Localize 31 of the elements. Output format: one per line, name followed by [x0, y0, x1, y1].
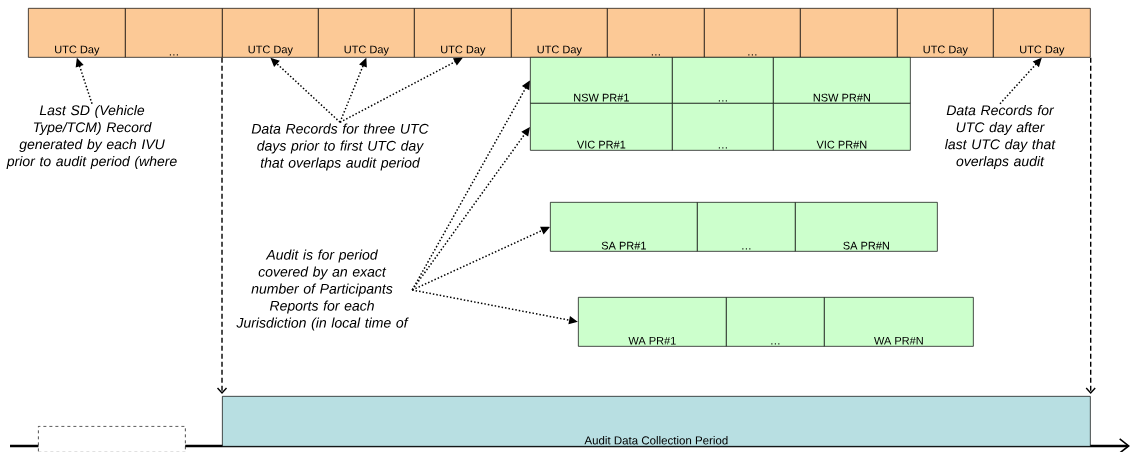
note-text: Data Records for three UTC days prior to first UTC day that overlaps audit period: [251, 123, 429, 171]
report-cell: …: [697, 202, 796, 252]
arrow: [216, 57, 228, 394]
note-text: Audit is for period covered by an exact number of Participants Reports for each Jurisdiction (in local time of: [236, 249, 409, 331]
report-cell: SA PR#1: [550, 202, 698, 252]
day-cell: UTC Day: [897, 8, 994, 58]
day-cell: UTC Day: [318, 8, 415, 58]
report-cell: …: [672, 57, 774, 104]
day-cell: UTC Day: [28, 8, 126, 58]
report-cell: NSW PR#1: [530, 57, 673, 104]
period-bar: Audit Data Collection Period: [222, 396, 1091, 447]
report-cell: …: [726, 297, 825, 347]
day-cell: UTC Day: [511, 8, 608, 58]
report-cell: NSW PR#N: [773, 57, 911, 104]
report-cell: VIC PR#1: [530, 103, 673, 151]
day-cell: …: [607, 8, 705, 58]
dashed-box: [38, 425, 186, 452]
day-cell: …: [125, 8, 223, 58]
day-cell: UTC Day: [414, 8, 512, 58]
report-cell: …: [672, 103, 774, 151]
day-cell: UTC Day: [222, 8, 319, 58]
report-cell: WA PR#1: [578, 297, 727, 347]
arrow: [1085, 57, 1096, 394]
report-cell: VIC PR#N: [773, 103, 911, 151]
day-cell: [800, 8, 898, 58]
note-text: Last SD (Vehicle Type/TCM) Record generated by each IVU prior to audit period (where: [6, 104, 177, 169]
report-cell: SA PR#N: [795, 202, 938, 252]
report-cell: WA PR#N: [824, 297, 974, 347]
note-text: Data Records for UTC day after last UTC day that overlaps audit: [945, 104, 1056, 169]
day-cell: …: [704, 8, 801, 58]
day-cell: UTC Day: [993, 8, 1091, 58]
